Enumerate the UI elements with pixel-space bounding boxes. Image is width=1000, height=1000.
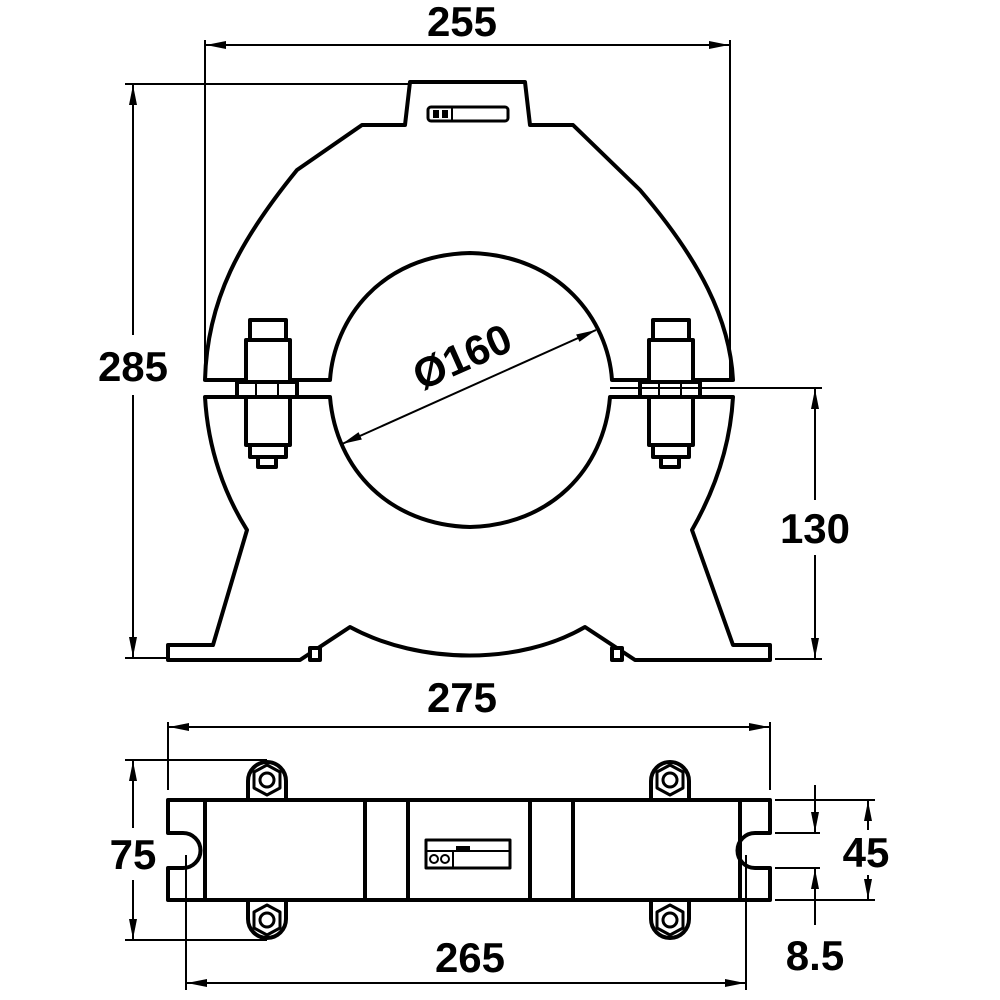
dimension-label: 255 [427, 0, 497, 45]
top-view: 275 75 265 45 [110, 674, 890, 990]
dimension-label: 275 [427, 674, 497, 721]
nameplate-icon [424, 838, 512, 870]
dimension-275: 275 [167, 674, 771, 790]
dimension-75: 75 [110, 759, 267, 941]
dimension-285: 285 [98, 83, 410, 659]
foot-right [610, 646, 624, 662]
dimension-45: 45 [775, 799, 890, 901]
dimension-label: 285 [98, 343, 168, 390]
dimension-255: 255 [204, 0, 731, 378]
upper-core-half [203, 80, 735, 382]
dimension-265: 265 [185, 855, 747, 990]
dimension-diameter-160: Ø160 [341, 314, 597, 445]
dimension-label: 75 [110, 831, 157, 878]
lower-core-half [166, 395, 772, 662]
dimension-label: 8.5 [786, 932, 844, 979]
dimension-label: 265 [435, 934, 505, 981]
dimension-label: 45 [843, 829, 890, 876]
dimension-label: Ø160 [406, 314, 519, 399]
hex-nut-icon [252, 763, 685, 937]
nameplate-icon [426, 105, 510, 123]
foot-left [308, 646, 322, 662]
dimension-8-5: 8.5 [775, 785, 844, 979]
bolt-left-icon [235, 318, 299, 469]
front-view: 255 285 130 Ø160 [98, 0, 850, 662]
bolt-right-icon [638, 318, 702, 469]
dimension-130: 130 [612, 387, 850, 660]
dimension-label: 130 [780, 505, 850, 552]
